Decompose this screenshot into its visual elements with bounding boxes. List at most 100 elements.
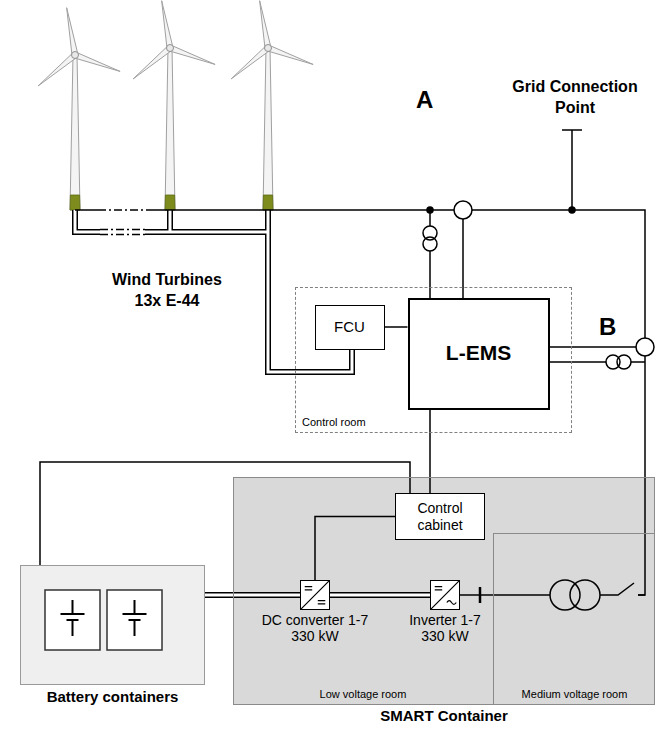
turbine-blade (74, 52, 120, 71)
turbine-tower (70, 55, 80, 210)
label-group: DC converter 1-7330 kW (262, 612, 369, 644)
turbine-blade (67, 8, 78, 56)
node-label: Medium voltage room (494, 688, 655, 701)
point-marker: A (416, 84, 433, 115)
container-box: SMART ContainerLow voltage roomControl c… (233, 477, 655, 705)
label-group: Control room (302, 416, 366, 429)
grid-line (562, 130, 582, 210)
measurement-transformer (423, 226, 437, 240)
signal-line (385, 327, 408, 328)
turbine-tower (165, 48, 175, 210)
battery-container: Battery containers (20, 565, 205, 685)
connector-line (205, 594, 300, 597)
turbine-cable (100, 230, 145, 235)
converter-box: DC converter 1-7330 kW (300, 580, 330, 610)
room-region: Low voltage room Control cabinet DC conver… (233, 477, 493, 705)
measurement-transformer (429, 210, 431, 226)
node-label: Control cabinet (399, 500, 481, 532)
power-cable (205, 595, 300, 596)
turbine-hub (265, 45, 272, 52)
node-label: Inverter 1-7 (409, 612, 481, 628)
node-label: 330 kW (262, 628, 369, 644)
battery-cell (61, 600, 85, 636)
node-label: Low voltage room (233, 688, 493, 701)
turbine-tower (263, 48, 273, 210)
measurement-transformer (636, 338, 654, 356)
node-label: SMART Container (380, 707, 508, 724)
turbine-cable (75, 210, 352, 372)
battery-cell (45, 590, 162, 650)
caption-label: Grid Connection Point (505, 77, 645, 119)
node-label: DC converter 1-7 (262, 612, 369, 628)
inverter-box: Inverter 1-7330 kW (430, 580, 460, 610)
turbine-cable (75, 210, 352, 372)
power-transformer (479, 587, 482, 603)
wind-turbine (38, 1, 313, 210)
label-group: Battery containers (47, 688, 179, 705)
container-fill (233, 477, 655, 705)
power-transformer (600, 583, 645, 595)
power-transformer (460, 594, 550, 596)
turbine-blade (231, 46, 270, 79)
grid-line (98, 209, 148, 211)
label-group: Inverter 1-7330 kW (409, 612, 481, 644)
grid-line (569, 207, 575, 213)
signal-line (430, 410, 431, 494)
turbine-blade (38, 53, 77, 86)
turbine-blade (267, 45, 313, 64)
turbine-base (263, 195, 273, 210)
connector-line (330, 594, 430, 597)
connector-line (205, 592, 300, 598)
measurement-transformer (606, 355, 620, 369)
symbol-stroke (431, 581, 459, 609)
turbine-hub (167, 45, 174, 52)
measurement-transformer (454, 201, 472, 219)
dc-dc-symbol (301, 581, 329, 609)
battery-cell (107, 590, 162, 650)
power-transformer (550, 580, 580, 610)
process-box: Control cabinet (395, 493, 485, 540)
inverter-symbol (431, 581, 459, 609)
node-label: 330 kW (409, 628, 481, 644)
container-fill (20, 565, 205, 685)
node-label: L-EMS (446, 341, 511, 365)
connector-line (385, 326, 408, 328)
point-marker: B (599, 311, 616, 342)
caption-label: Wind Turbines 13x E-44 (100, 270, 234, 312)
grid-line (75, 130, 645, 595)
power-transformer (460, 580, 645, 610)
turbine-blade (133, 46, 172, 79)
turbine-blade (260, 1, 271, 49)
turbine-cable (75, 210, 352, 372)
power-transformer (570, 580, 600, 610)
node-label: Control room (302, 416, 366, 429)
node-label: FCU (334, 318, 365, 335)
node-label: Battery containers (47, 688, 179, 705)
control-room: Control room FCU L-EMS (295, 287, 572, 433)
measurement-transformer (423, 237, 437, 251)
turbine-base (70, 195, 80, 210)
battery-cell (123, 600, 147, 636)
label-group: SMART Container (380, 707, 508, 724)
connector-line (429, 410, 431, 494)
turbine-blade (162, 1, 173, 49)
turbine-base (165, 195, 175, 210)
turbine-cable (100, 226, 145, 238)
turbine-blade (169, 45, 215, 64)
label-group: Medium voltage room (494, 688, 655, 701)
signal-line (315, 517, 395, 581)
process-box: L-EMS (408, 298, 550, 410)
battery-cell (45, 590, 100, 650)
label-group: Low voltage room (233, 688, 493, 701)
connector-line (330, 592, 430, 598)
power-cable (330, 595, 430, 596)
process-box: FCU (315, 305, 385, 350)
container-fill (20, 477, 655, 705)
grid-line (148, 210, 645, 595)
measurement-transformer (617, 355, 631, 369)
room-region: Medium voltage room (493, 533, 655, 705)
turbine-hub (72, 52, 79, 59)
symbol-stroke (301, 581, 329, 609)
grid-line (75, 209, 98, 211)
